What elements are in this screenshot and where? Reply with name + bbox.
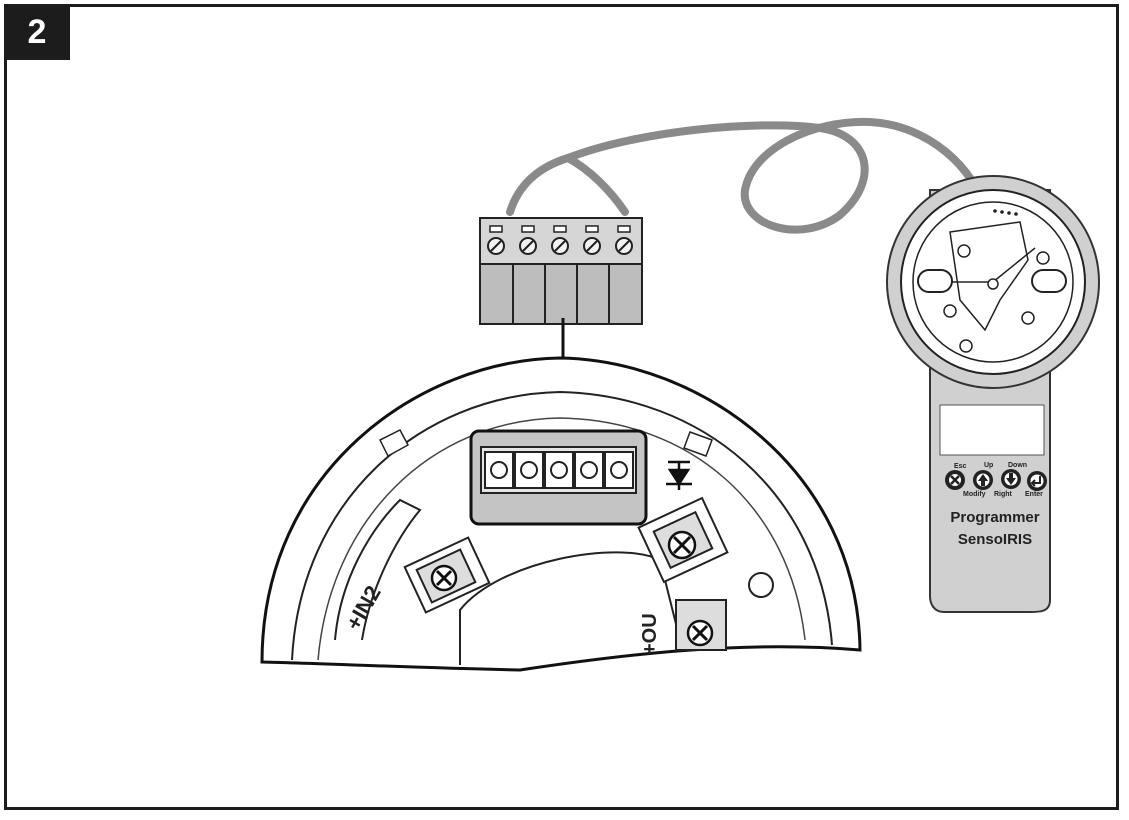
button-label-enter: Enter [1025, 491, 1043, 498]
base-screw-left [403, 536, 491, 614]
base-screw-bottom [675, 599, 727, 651]
diagram-frame [4, 4, 1119, 810]
terminal-plug [479, 217, 643, 325]
button-label-up: Up [984, 462, 993, 469]
programmer-device [886, 175, 1100, 613]
programmer-keypad: Esc Up Down Modify Right Enter [945, 462, 1047, 498]
base-screw-right [637, 496, 729, 584]
programmer-cable [506, 117, 989, 234]
enter-button[interactable] [1027, 471, 1047, 491]
step-number-badge: 2 [4, 4, 70, 60]
arrow-up-icon [978, 474, 988, 486]
programmer-screws [943, 244, 1050, 353]
base-connector-socket [469, 429, 648, 526]
programmer-title-line2: SensoIRIS [958, 531, 1032, 548]
arrow-down-icon [1006, 473, 1016, 485]
button-label-modify: Modify [963, 491, 986, 498]
programmer-title-line1: Programmer [950, 509, 1039, 526]
button-label-right: Right [994, 491, 1013, 498]
button-label-down: Down [1008, 462, 1027, 469]
esc-button[interactable] [945, 470, 965, 490]
terminal-label-out: +OU [639, 613, 661, 655]
programmer-display [939, 404, 1045, 456]
down-button[interactable] [1001, 469, 1021, 489]
button-label-esc: Esc [954, 463, 967, 470]
led-icon [666, 460, 692, 490]
up-button[interactable] [973, 470, 993, 490]
enter-icon [1030, 476, 1041, 487]
mounting-hole [748, 572, 774, 598]
